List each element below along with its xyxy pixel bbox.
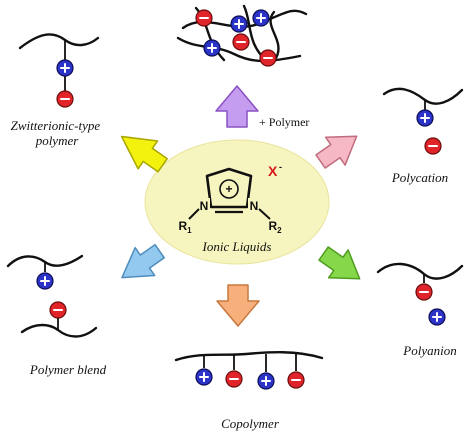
polymer-network bbox=[176, 4, 308, 67]
polycation-counter-anion bbox=[424, 137, 442, 155]
label-zwitterionic: Zwitterionic-type polymer bbox=[11, 118, 104, 148]
substituent-r1: R1 bbox=[178, 219, 192, 235]
network-cation-1 bbox=[252, 9, 270, 27]
center-title: Ionic Liquids bbox=[202, 239, 272, 254]
r1-bond bbox=[188, 208, 200, 220]
nitrogen-right: N bbox=[250, 199, 259, 213]
label-plus-polymer: + Polymer bbox=[259, 115, 309, 129]
arrow-up bbox=[215, 85, 259, 128]
blend-cation bbox=[36, 272, 54, 290]
polycation-cation bbox=[416, 109, 434, 127]
anion-x: X bbox=[268, 163, 278, 179]
polyanion bbox=[376, 262, 464, 326]
arrow-down bbox=[216, 284, 260, 327]
ionic-liquid-center: + N N R1 R2 X - Ionic Liquids bbox=[144, 139, 330, 265]
polyanion-anion bbox=[415, 283, 433, 301]
copolymer bbox=[174, 351, 324, 390]
network-anion-1 bbox=[195, 9, 213, 27]
r2-bond bbox=[258, 208, 271, 220]
blend-anion bbox=[49, 301, 67, 319]
network-anion-3 bbox=[259, 49, 277, 67]
network-anion-2 bbox=[232, 33, 250, 51]
imidazolium-ring bbox=[205, 167, 253, 209]
copolymer-anion-2 bbox=[287, 371, 305, 389]
zwitterionic-polymer bbox=[18, 33, 100, 108]
label-polycation: Polycation bbox=[391, 170, 448, 185]
copolymer-anion-1 bbox=[225, 370, 243, 388]
polyanion-counter-cation bbox=[428, 308, 446, 326]
polycation bbox=[382, 87, 464, 155]
n1-bg bbox=[198, 198, 210, 212]
label-copolymer: Copolymer bbox=[221, 416, 280, 431]
arrow-lower-left bbox=[121, 243, 165, 279]
label-polyanion: Polyanion bbox=[402, 343, 456, 358]
arrow-lower-right bbox=[318, 246, 361, 280]
copolymer-cation-1 bbox=[195, 368, 213, 386]
polymer-blend bbox=[6, 254, 98, 338]
copolymer-cation-2 bbox=[257, 372, 275, 390]
ring-charge-circle bbox=[219, 179, 239, 199]
center-ellipse bbox=[144, 139, 330, 265]
zwitterion-cation bbox=[56, 59, 74, 77]
nitrogen-left: N bbox=[200, 199, 209, 213]
ring-charge: + bbox=[225, 182, 232, 196]
zwitterion-anion bbox=[56, 90, 74, 108]
label-polymer-blend: Polymer blend bbox=[29, 362, 107, 377]
network-cation-3 bbox=[230, 15, 248, 33]
n2-bg bbox=[248, 198, 260, 212]
anion-charge: - bbox=[279, 162, 282, 172]
arrow-upper-left bbox=[120, 135, 168, 173]
network-cation-2 bbox=[203, 39, 221, 57]
substituent-r2: R2 bbox=[268, 219, 282, 235]
arrow-upper-right bbox=[315, 135, 358, 169]
